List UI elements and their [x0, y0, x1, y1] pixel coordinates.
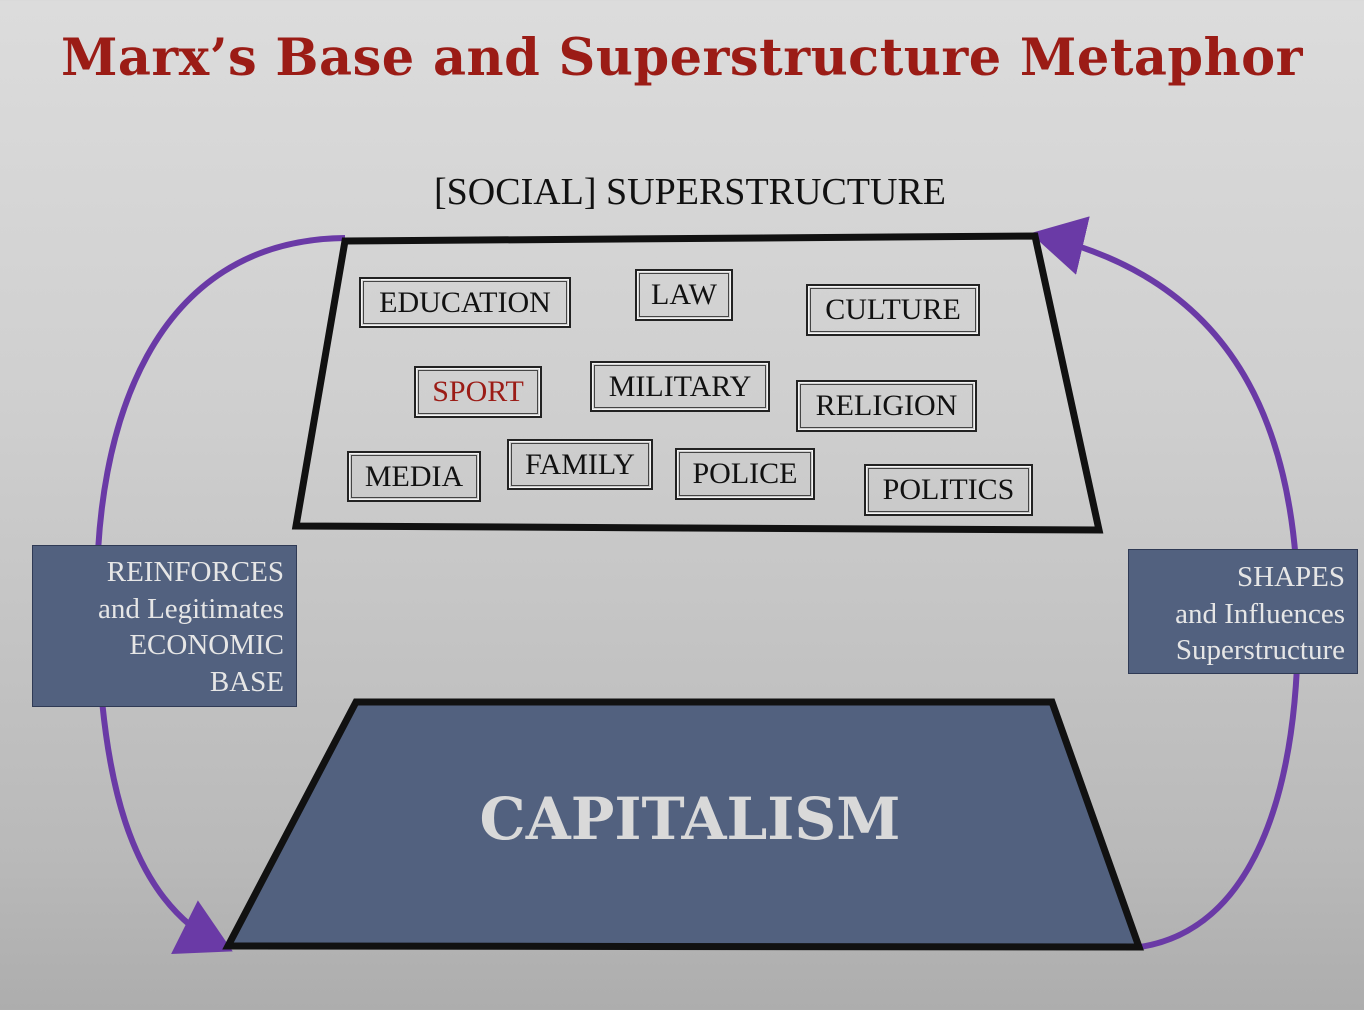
base-label: CAPITALISM [479, 785, 901, 853]
institution-family: FAMILY [507, 439, 653, 490]
reinforces-line-4: BASE [209, 665, 284, 698]
institution-sport: SPORT [414, 366, 542, 418]
institution-culture: CULTURE [806, 284, 980, 336]
reinforces-line-1: REINFORCES [106, 556, 284, 588]
reinforces-line-3: ECONOMIC [129, 629, 284, 661]
institution-police: POLICE [675, 448, 815, 500]
institution-media: MEDIA [347, 451, 481, 502]
institution-law: LAW [635, 269, 733, 321]
shapes-line-2: and Influences [1175, 597, 1345, 630]
institution-military: MILITARY [590, 361, 770, 412]
institution-politics: POLITICS [864, 464, 1033, 516]
shapes-line-1: SHAPES [1237, 561, 1345, 593]
shapes-line-3: Superstructure [1175, 634, 1345, 666]
institution-education: EDUCATION [359, 277, 571, 328]
shapes-label-box: SHAPES and Influences Superstructure [1128, 549, 1358, 674]
reinforces-label-box: REINFORCES and Legitimates ECONOMIC BASE [32, 545, 297, 707]
superstructure-frame [291, 232, 1104, 534]
base-trapezoid [222, 698, 1144, 951]
page-title: Marx’s Base and Superstructure Metaphor [60, 28, 1304, 88]
superstructure-heading: [SOCIAL] SUPERSTRUCTURE [434, 171, 946, 213]
reinforces-line-2: and Legitimates [97, 592, 284, 625]
institution-religion: RELIGION [796, 380, 977, 432]
